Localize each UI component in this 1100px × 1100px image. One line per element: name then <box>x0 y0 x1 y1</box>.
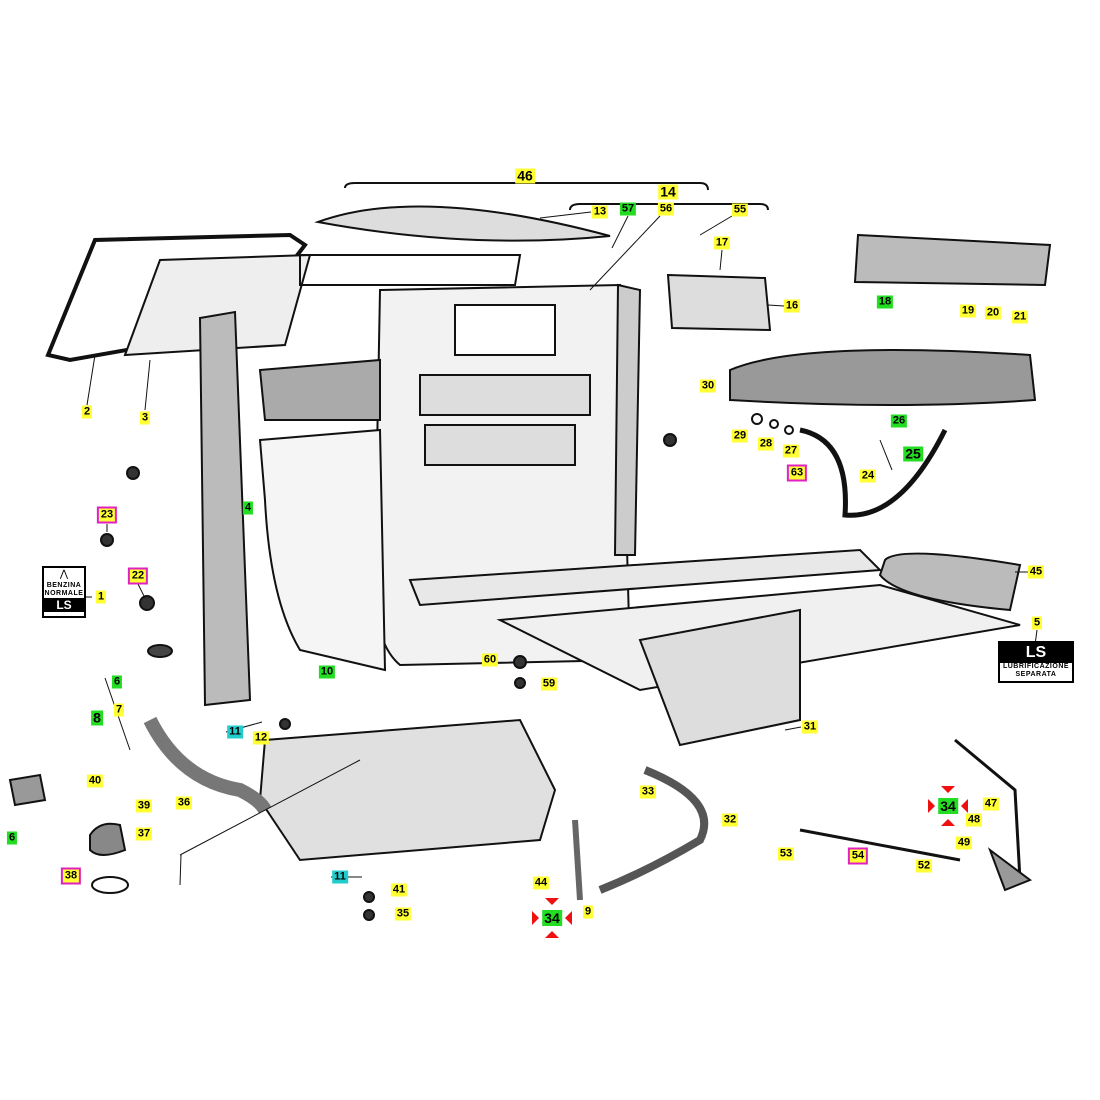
callout[interactable]: 14 <box>658 183 678 200</box>
filler-neck <box>143 716 272 814</box>
highlight-marker[interactable]: 34 <box>532 898 572 938</box>
callout[interactable]: 25 <box>903 445 923 462</box>
callout[interactable]: 6 <box>111 675 123 689</box>
callout: 34 <box>938 798 958 814</box>
badge-line2: NORMALE <box>44 590 84 597</box>
callout[interactable]: 57 <box>619 202 637 216</box>
callout[interactable]: 7 <box>113 703 125 717</box>
roof-panel <box>314 205 611 242</box>
callout[interactable]: 32 <box>721 813 739 827</box>
callout[interactable]: 63 <box>786 464 808 482</box>
callout[interactable]: 5 <box>1031 616 1043 630</box>
license-plate-holder <box>853 233 1052 287</box>
rear-window-16 <box>666 273 772 332</box>
callout[interactable]: 24 <box>859 469 877 483</box>
callout[interactable]: 2 <box>81 405 93 419</box>
fuel-cap <box>8 773 47 807</box>
callout[interactable]: 6 <box>6 831 18 845</box>
callout[interactable]: 29 <box>731 429 749 443</box>
callout[interactable]: 13 <box>591 205 609 219</box>
seat-cushion <box>729 349 1037 406</box>
callout[interactable]: 30 <box>699 379 717 393</box>
callout[interactable]: 26 <box>890 414 908 428</box>
callout[interactable]: 16 <box>783 299 801 313</box>
callout[interactable]: 40 <box>86 774 104 788</box>
callout[interactable]: 27 <box>782 444 800 458</box>
lubrication-badge: LS LUBRIFICAZIONE SEPARATA <box>998 641 1074 683</box>
fuel-type-badge: ⋀ BENZINA NORMALE LS <box>42 566 86 618</box>
callout[interactable]: 19 <box>959 304 977 318</box>
callout[interactable]: 11 <box>332 870 348 884</box>
callout[interactable]: 11 <box>227 725 243 739</box>
callout[interactable]: 44 <box>532 876 550 890</box>
callout: 34 <box>542 910 562 926</box>
callout[interactable]: 9 <box>582 905 594 919</box>
callout[interactable]: 49 <box>955 836 973 850</box>
callout[interactable]: 12 <box>252 731 270 745</box>
callout[interactable]: 33 <box>639 785 657 799</box>
callout[interactable]: 1 <box>95 590 107 604</box>
callout[interactable]: 41 <box>390 883 408 897</box>
callout[interactable]: 31 <box>801 720 819 734</box>
callout[interactable]: 4 <box>242 501 254 515</box>
callout[interactable]: 39 <box>135 799 153 813</box>
callout[interactable]: 56 <box>657 202 675 216</box>
callout[interactable]: 60 <box>481 653 499 667</box>
badge-code: LS <box>1000 643 1072 663</box>
callout[interactable]: 28 <box>757 437 775 451</box>
callout[interactable]: 22 <box>127 567 149 585</box>
fuel-tap <box>89 822 127 856</box>
arrow-icon: ⋀ <box>59 569 69 580</box>
badge-code: LS <box>44 598 84 612</box>
callout[interactable]: 8 <box>91 709 103 726</box>
muffler-45 <box>878 552 1022 612</box>
seat-frame <box>799 427 948 518</box>
callout[interactable]: 54 <box>847 847 869 865</box>
callout[interactable]: 21 <box>1011 310 1029 324</box>
callout[interactable]: 52 <box>915 859 933 873</box>
cab-side <box>258 428 387 672</box>
callout[interactable]: 36 <box>175 796 193 810</box>
callout[interactable]: 18 <box>876 295 894 309</box>
callout[interactable]: 17 <box>713 236 731 250</box>
callout[interactable]: 47 <box>982 797 1000 811</box>
badge-line1: BENZINA <box>46 582 82 589</box>
roof-frame <box>299 254 522 286</box>
highlight-marker[interactable]: 34 <box>928 786 968 826</box>
windshield-seal <box>45 232 308 363</box>
fuel-tank <box>258 718 557 862</box>
callout[interactable]: 3 <box>139 411 151 425</box>
callout[interactable]: 35 <box>394 907 412 921</box>
callout[interactable]: 38 <box>60 867 82 885</box>
bracket-46 <box>344 182 709 191</box>
callout[interactable]: 53 <box>777 847 795 861</box>
callout[interactable]: 59 <box>540 677 558 691</box>
callout[interactable]: 10 <box>318 665 336 679</box>
callout[interactable]: 46 <box>515 167 535 184</box>
callout[interactable]: 48 <box>965 813 983 827</box>
fuel-hose-32 <box>598 766 709 894</box>
callout[interactable]: 20 <box>984 306 1002 320</box>
callout[interactable]: 37 <box>135 827 153 841</box>
chassis-rail <box>408 548 883 607</box>
callout[interactable]: 45 <box>1027 565 1045 579</box>
callout[interactable]: 55 <box>731 203 749 217</box>
badge-line2: SEPARATA <box>1015 671 1057 678</box>
badge-line1: LUBRIFICAZIONE <box>1002 663 1070 670</box>
door-pillar <box>198 310 252 707</box>
callout[interactable]: 23 <box>96 506 118 524</box>
